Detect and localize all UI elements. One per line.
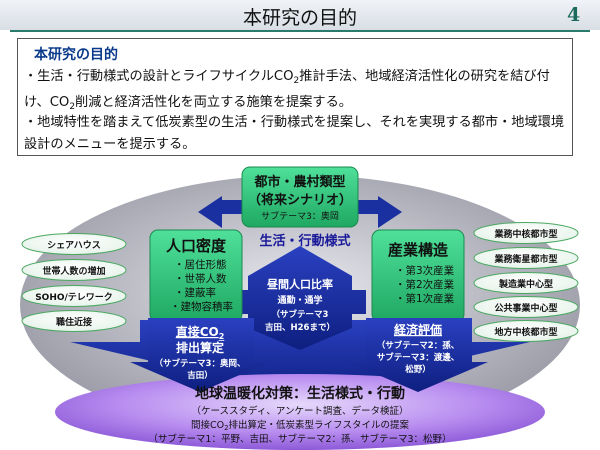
left-pill-1: シェアハウス (21, 233, 127, 255)
svg-text:世帯人数の増加: 世帯人数の増加 (42, 265, 105, 277)
left-pill-3: SOHO/テレワーク (21, 285, 127, 307)
objective-box (17, 38, 573, 156)
title-divider (10, 30, 590, 32)
center-diamond-arrow (234, 246, 366, 350)
bottom-line3: 間接CO2排出算定・低炭素型ライフスタイルの提案 (191, 419, 410, 432)
industry-title: 産業構造 (388, 241, 448, 259)
direct-co2-line1: 直接CO2 (176, 324, 225, 341)
objective-bullet-2: ・地域特性を踏まえて低炭素型の生活・行動様式を提案し、それを実現する都市・地域環… (24, 115, 565, 152)
direct-co2-line2: 排出算定 (176, 340, 224, 355)
ratio-line4: 吉田、H26まで） (265, 322, 335, 333)
population-item-4: ・建物容積率 (170, 300, 233, 313)
bottom-line2: （ケーススタディ、アンケート調査、データ検証） (192, 405, 409, 417)
objective-heading: 本研究の目的 (34, 47, 118, 63)
bottom-ellipse (55, 374, 545, 450)
slide-number: 4 (567, 4, 581, 26)
industry-item-2: ・第2次産業 (395, 278, 455, 291)
ratio-line3: （サブテーマ3 (272, 309, 329, 320)
ratio-line1: 昼間人口比率 (266, 277, 333, 291)
economic-line4: 松野） (405, 364, 431, 375)
svg-text:職住近接: 職住近接 (56, 316, 92, 328)
direct-co2-arrow (130, 318, 270, 392)
right-pill-4: 公共事業中心型 (473, 296, 579, 318)
svg-text:業務衛星都市型: 業務衛星都市型 (493, 253, 557, 265)
svg-text:製造業中心型: 製造業中心型 (498, 278, 553, 290)
svg-text:業務中核都市型: 業務中核都市型 (493, 228, 557, 240)
top-scenario-box (241, 166, 359, 228)
population-item-2: ・世帯人数 (174, 272, 227, 285)
svg-text:地方中核都市型: 地方中核都市型 (494, 326, 557, 338)
center-label: 生活・行動様式 (259, 233, 350, 249)
right-pill-1: 業務中核都市型 (473, 222, 579, 244)
direct-co2-line4: 吉田） (187, 370, 213, 381)
population-item-3: ・建蔽率 (174, 286, 216, 299)
left-pill-4: 職住近接 (21, 310, 127, 332)
population-item-1: ・居住形態 (174, 258, 227, 271)
economic-line1: 経済評価 (394, 322, 442, 337)
right-pill-3: 製造業中心型 (473, 272, 579, 294)
left-pill-2: 世帯人数の増加 (21, 259, 127, 281)
bottom-line4: （サブテーマ1：平野、吉田、サブテーマ2：孫、サブテーマ3：松野） (148, 433, 451, 445)
population-title: 人口密度 (166, 237, 227, 255)
top-box-line1: 都市・農村類型 (253, 174, 345, 190)
top-box-line2: （将来シナリオ） (248, 192, 352, 208)
economic-arrow (348, 318, 488, 392)
svg-text:公共事業中心型: 公共事業中心型 (494, 302, 557, 314)
svg-text:シェアハウス: シェアハウス (47, 240, 101, 251)
industry-item-3: ・第1次産業 (395, 292, 455, 305)
ratio-line2: 通勤・通学 (277, 294, 322, 306)
industry-item-1: ・第3次産業 (395, 264, 455, 277)
arrow-top-left (198, 196, 243, 228)
arrow-top-right (357, 196, 402, 228)
direct-co2-line3: （サブテーマ3：奥岡、 (155, 358, 246, 369)
objective-bullet-1: ・生活・行動様式の設計とライフサイクルCO2推計手法、地域経済活性化の研究を結び… (24, 69, 550, 112)
title-bar (0, 0, 600, 30)
svg-text:SOHO/テレワーク: SOHO/テレワーク (35, 292, 113, 303)
economic-line2: （サブテーマ2：孫、 (377, 340, 459, 351)
right-pill-5: 地方中核都市型 (473, 320, 579, 342)
top-box-theme: サブテーマ3：奥岡 (261, 210, 339, 222)
slide-title: 本研究の目的 (242, 7, 357, 29)
bottom-line1: 地球温暖化対策：生活様式・行動 (195, 385, 405, 402)
right-pill-2: 業務衛星都市型 (473, 247, 579, 269)
economic-line3: サブテーマ3：渡邊、 (377, 352, 459, 363)
